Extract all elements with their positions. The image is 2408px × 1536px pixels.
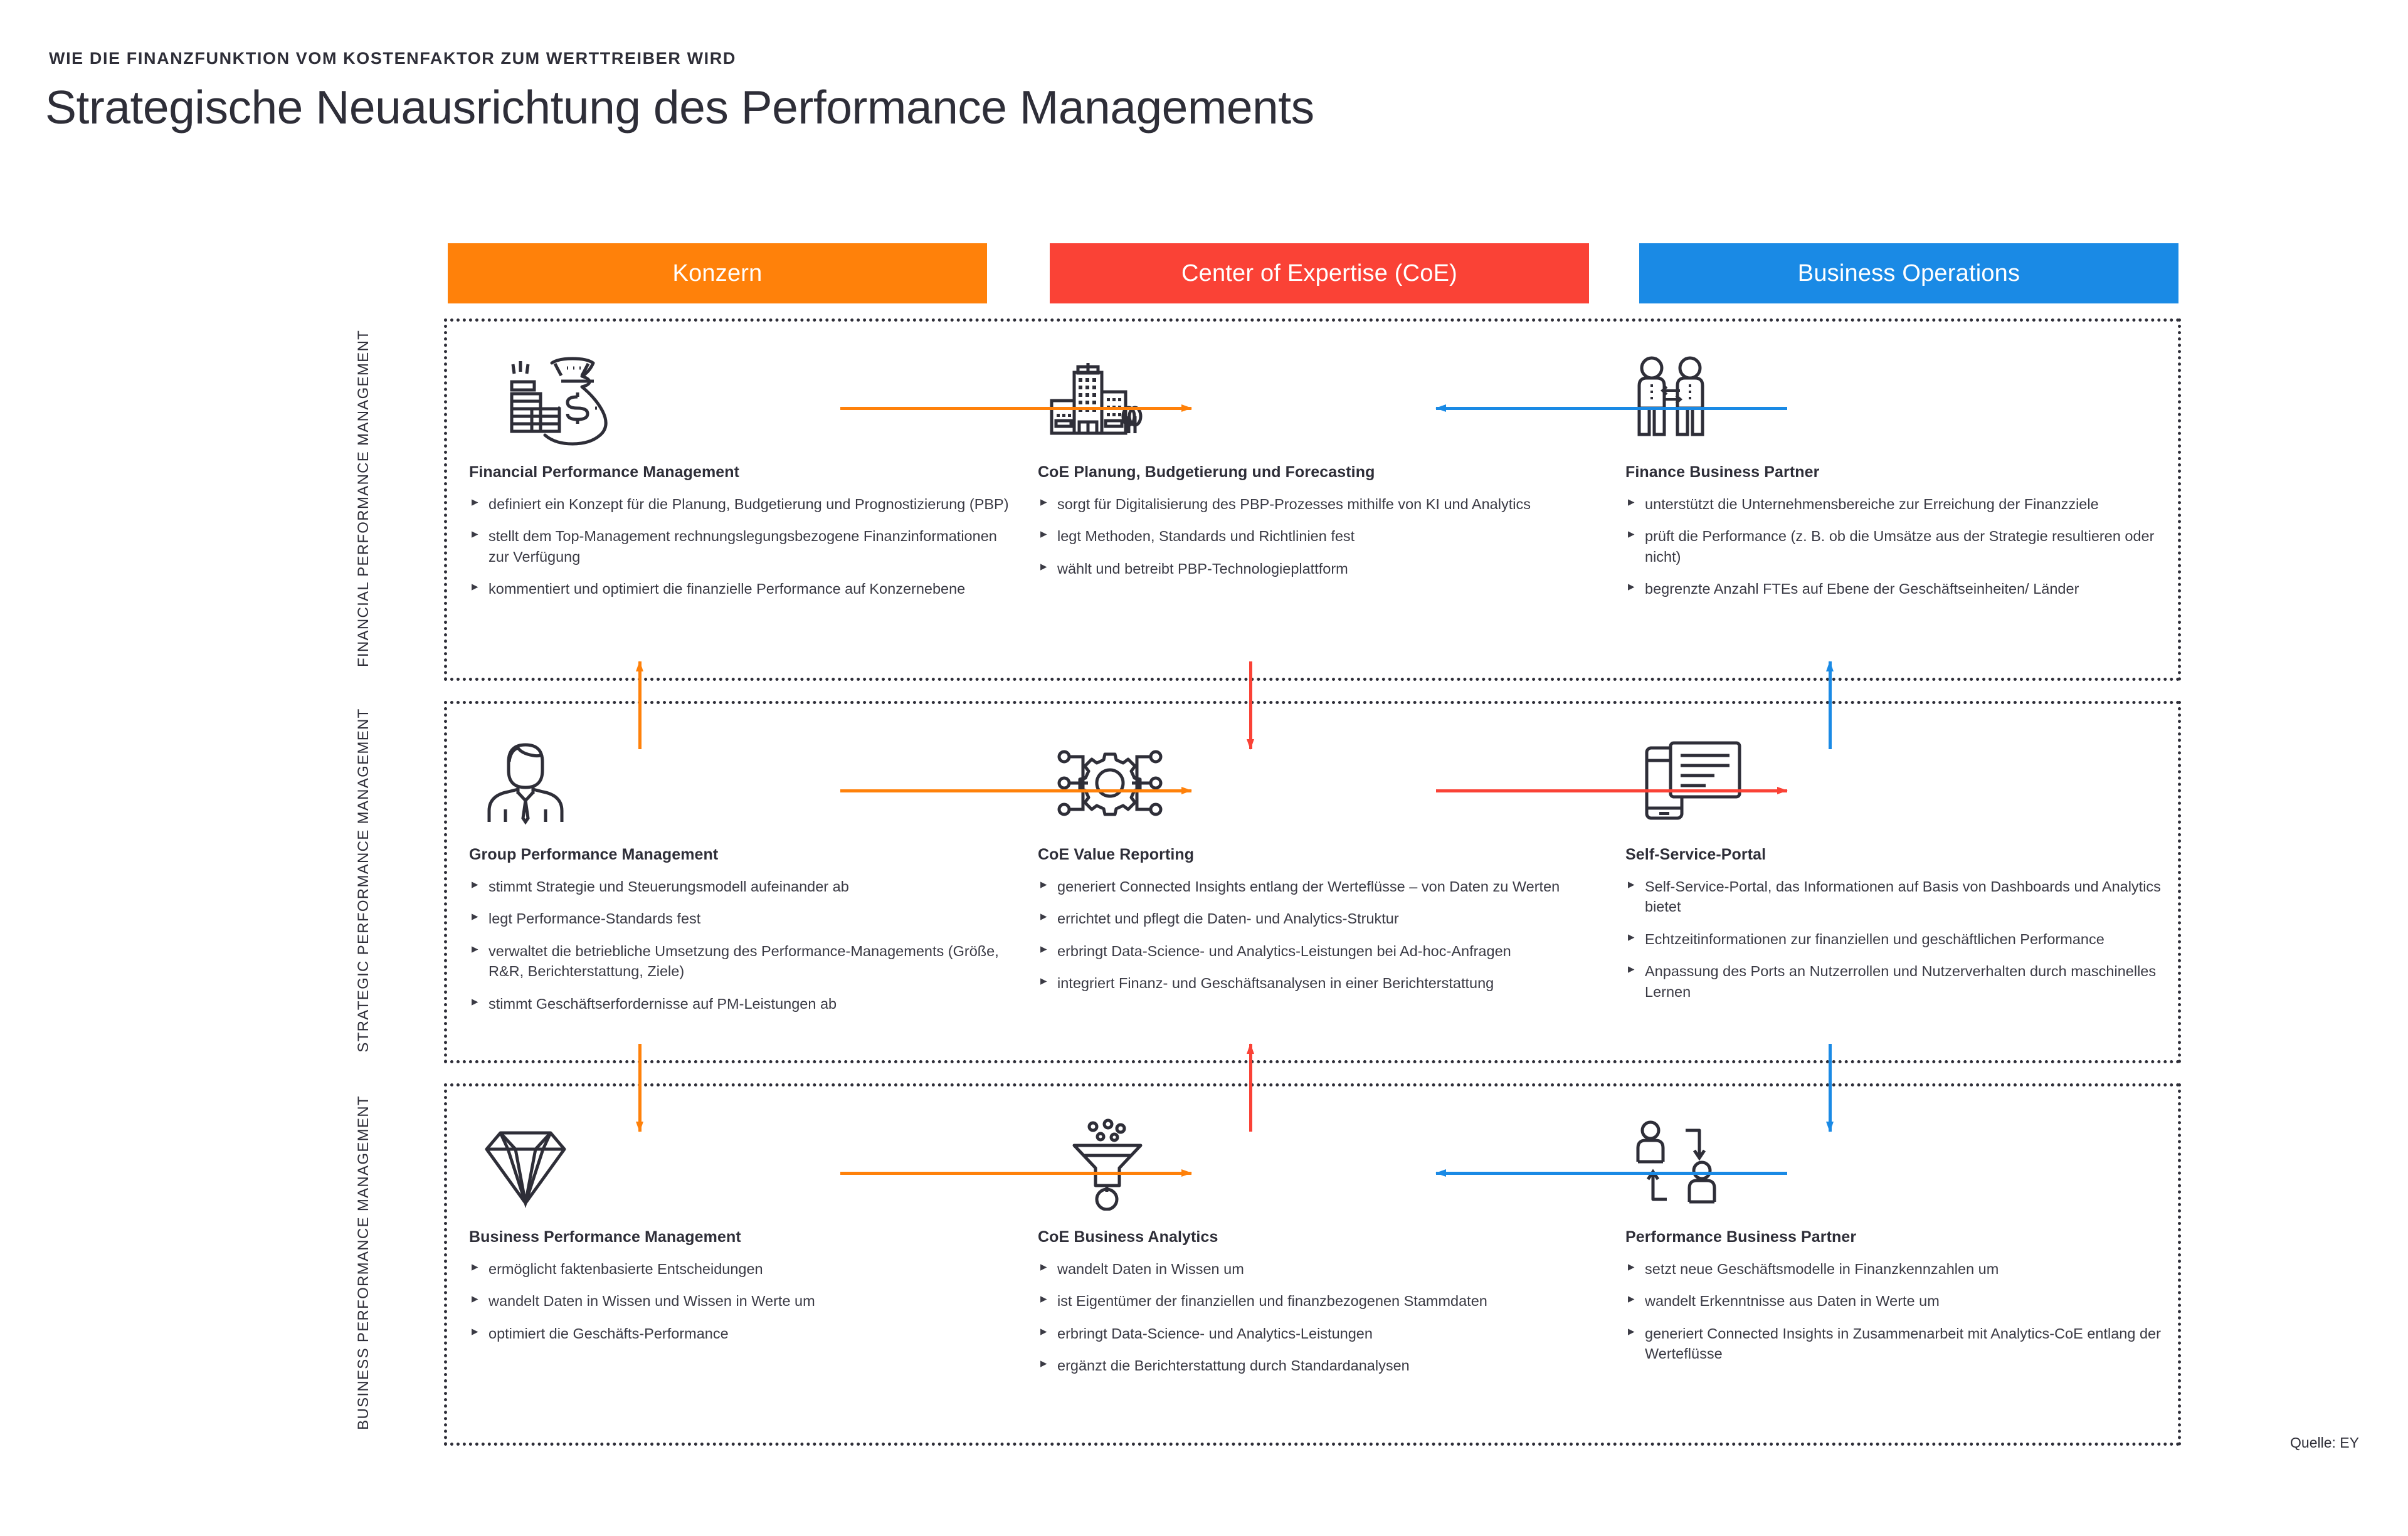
list-item: stimmt Strategie und Steuerungsmodell au… [469,876,1021,897]
list-item: unterstützt die Unternehmensbereiche zur… [1625,493,2177,514]
band-label-strategic: STRATEGIC PERFORMANCE MANAGEMENT [355,708,372,1053]
arrow-row3-konzern-to-coe [840,1169,1192,1177]
cell-title: Business Performance Management [469,1228,741,1246]
two-people-exchange-icon [1625,349,2177,446]
cell-coe-value-reporting: CoE Value Reporting generiert Connected … [1038,731,1590,1006]
arrow-band3-to-band2-coe [1247,1043,1254,1132]
list-item: ermöglicht faktenbasierte Entscheidungen [469,1258,1021,1279]
cell-financial-performance-management: Financial Performance Management definie… [469,349,1021,611]
cell-bullet-list: unterstützt die Unternehmensbereiche zur… [1625,493,2177,599]
cell-title: CoE Business Analytics [1038,1228,1218,1246]
cell-bullet-list: sorgt für Digitalisierung des PBP-Prozes… [1038,493,1590,579]
column-header-konzern: Konzern [448,243,987,303]
column-header-label: Business Operations [1797,260,2020,287]
city-buildings-icon [1038,349,1590,446]
arrow-row1-konzern-to-coe [840,404,1192,412]
arrow-band1-to-band2-coe [1247,661,1254,750]
diamond-icon [469,1113,1021,1211]
gear-network-icon [1038,731,1590,828]
cell-coe-planung-budgetierung-forecasting: CoE Planung, Budgetierung und Forecastin… [1038,349,1590,591]
business-person-icon [469,731,1021,828]
column-header-coe: Center of Expertise (CoE) [1050,243,1589,303]
list-item: stellt dem Top-Management rechnungslegun… [469,525,1021,567]
list-item: optimiert die Geschäfts-Performance [469,1323,1021,1344]
list-item: wandelt Erkenntnisse aus Daten in Werte … [1625,1290,2177,1311]
list-item: erbringt Data-Science- und Analytics-Lei… [1038,1323,1590,1344]
list-item: setzt neue Geschäftsmodelle in Finanzken… [1625,1258,2177,1279]
list-item: ergänzt die Berichterstattung durch Stan… [1038,1355,1590,1376]
cell-bullet-list: Self-Service-Portal, das Informationen a… [1625,876,2177,1002]
people-transfer-icon [1625,1113,2177,1211]
cell-title: CoE Planung, Budgetierung und Forecastin… [1038,463,1375,481]
column-header-label: Center of Expertise (CoE) [1181,260,1458,287]
list-item: wandelt Daten in Wissen und Wissen in We… [469,1290,1021,1311]
list-item: ist Eigentümer der finanziellen und fina… [1038,1290,1590,1311]
list-item: generiert Connected Insights in Zusammen… [1625,1323,2177,1364]
cell-title: Group Performance Management [469,846,719,863]
arrow-row1-bizops-to-coe [1435,404,1787,412]
column-header-label: Konzern [672,260,763,287]
list-item: begrenzte Anzahl FTEs auf Ebene der Gesc… [1625,578,2177,599]
list-item: legt Performance-Standards fest [469,908,1021,928]
band-box-financial [444,318,2181,681]
column-header-business-operations: Business Operations [1639,243,2178,303]
list-item: definiert ein Konzept für die Planung, B… [469,493,1021,514]
eyebrow-kicker: WIE DIE FINANZFUNKTION VOM KOSTENFAKTOR … [49,49,736,68]
list-item: verwaltet die betriebliche Umsetzung des… [469,940,1021,982]
cell-title: Self-Service-Portal [1625,846,1766,863]
cell-self-service-portal: Self-Service-Portal Self-Service-Portal,… [1625,731,2177,1014]
cell-performance-business-partner: Performance Business Partner setzt neue … [1625,1113,2177,1376]
list-item: erbringt Data-Science- und Analytics-Lei… [1038,940,1590,961]
band-box-strategic [444,701,2181,1063]
cell-bullet-list: generiert Connected Insights entlang der… [1038,876,1590,994]
cell-finance-business-partner: Finance Business Partner unterstützt die… [1625,349,2177,611]
arrow-band2-to-band3-konzern [636,1044,643,1132]
list-item: prüft die Performance (z. B. ob die Umsä… [1625,525,2177,567]
arrow-row2-konzern-to-coe [840,787,1192,794]
band-label-financial: FINANCIAL PERFORMANCE MANAGEMENT [355,329,372,668]
list-item: kommentiert und optimiert die finanziell… [469,578,1021,599]
list-item: Echtzeitinformationen zur finanziellen u… [1625,928,2177,949]
arrow-band2-to-band3-bizops [1826,1044,1834,1132]
cell-bullet-list: ermöglicht faktenbasierte Entscheidungen… [469,1258,1021,1344]
arrow-row2-coe-to-bizops [1436,787,1788,794]
cell-bullet-list: definiert ein Konzept für die Planung, B… [469,493,1021,599]
arrow-band2-to-band1-bizops [1826,661,1834,749]
cell-title: CoE Value Reporting [1038,846,1195,863]
list-item: legt Methoden, Standards und Richtlinien… [1038,525,1590,546]
page-title: Strategische Neuausrichtung des Performa… [45,81,1314,134]
band-label-business: BUSINESS PERFORMANCE MANAGEMENT [355,1095,372,1430]
cell-group-performance-management: Group Performance Management stimmt Stra… [469,731,1021,1026]
cell-bullet-list: wandelt Daten in Wissen um ist Eigentüme… [1038,1258,1590,1376]
cell-title: Finance Business Partner [1625,463,1820,481]
arrow-row3-bizops-to-coe [1435,1169,1787,1177]
list-item: wandelt Daten in Wissen um [1038,1258,1590,1279]
cell-title: Performance Business Partner [1625,1228,1857,1246]
list-item: integriert Finanz- und Geschäftsanalysen… [1038,972,1590,993]
list-item: sorgt für Digitalisierung des PBP-Prozes… [1038,493,1590,514]
money-bag-coins-icon [469,349,1021,446]
funnel-filter-icon [1038,1113,1590,1211]
cell-bullet-list: stimmt Strategie und Steuerungsmodell au… [469,876,1021,1014]
cell-title: Financial Performance Management [469,463,740,481]
cell-bullet-list: setzt neue Geschäftsmodelle in Finanzken… [1625,1258,2177,1364]
list-item: errichtet und pflegt die Daten- und Anal… [1038,908,1590,928]
cell-business-performance-management: Business Performance Management ermöglic… [469,1113,1021,1355]
list-item: Anpassung des Ports an Nutzerrollen und … [1625,960,2177,1002]
list-item: generiert Connected Insights entlang der… [1038,876,1590,897]
list-item: stimmt Geschäftserfordernisse auf PM-Lei… [469,993,1021,1014]
list-item: Self-Service-Portal, das Informationen a… [1625,876,2177,917]
list-item: wählt und betreibt PBP-Technologieplattf… [1038,558,1590,579]
arrow-band2-to-band1-konzern [636,661,643,749]
band-box-business [444,1083,2181,1446]
source-note: Quelle: EY [2290,1434,2359,1451]
mobile-dashboard-icon [1625,731,2177,828]
cell-coe-business-analytics: CoE Business Analytics wandelt Daten in … [1038,1113,1590,1388]
